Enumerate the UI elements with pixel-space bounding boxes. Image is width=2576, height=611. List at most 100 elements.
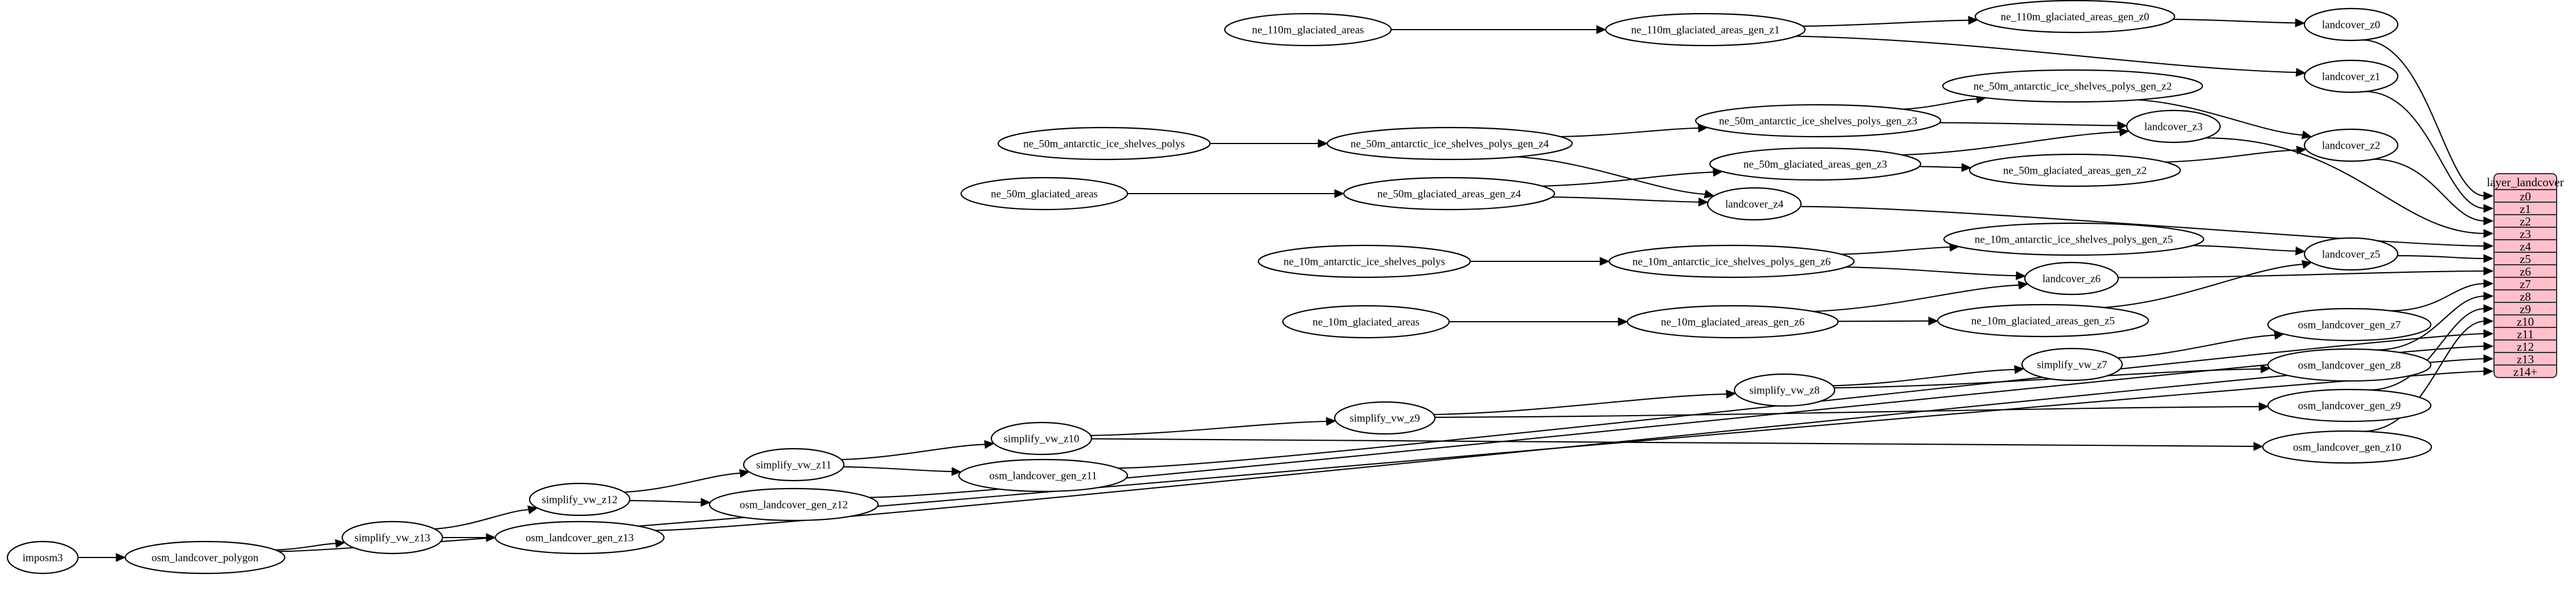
record-row-z13[interactable]: z13: [2517, 352, 2534, 366]
record-row-z12[interactable]: z12: [2517, 340, 2534, 354]
record-row-z7[interactable]: z7: [2520, 277, 2531, 291]
node-ne_50m_glaciated_areas_gen_z4[interactable]: ne_50m_glaciated_areas_gen_z4: [1343, 177, 1556, 211]
record-row-z1[interactable]: z1: [2520, 202, 2531, 216]
node-label: landcover_z4: [1725, 199, 1784, 211]
arrow-head-icon: [2117, 121, 2128, 130]
arrow-head-icon: [2483, 292, 2494, 301]
node-osm_landcover_gen_z13[interactable]: osm_landcover_gen_z13: [494, 520, 665, 555]
node-label: landcover_z6: [2042, 273, 2101, 285]
record-row-z10[interactable]: z10: [2517, 315, 2534, 329]
node-shape: [1343, 177, 1556, 211]
node-ne_50m_glaciated_areas_gen_z2[interactable]: ne_50m_glaciated_areas_gen_z2: [1968, 153, 2181, 187]
node-osm_landcover_gen_z11[interactable]: osm_landcover_gen_z11: [958, 458, 1129, 493]
record-node-layer-landcover[interactable]: layer_landcoverz0z1z2z3z4z5z6z7z8z9z10z1…: [2487, 173, 2564, 379]
node-ne_110m_glaciated_areas[interactable]: ne_110m_glaciated_areas: [1224, 13, 1392, 47]
node-osm_landcover_polygon[interactable]: osm_landcover_polygon: [124, 540, 286, 575]
record-row-z2[interactable]: z2: [2520, 215, 2531, 228]
edge-ne_110m_glaciated_areas_gen_z0-to-landcover_z0: [2173, 18, 2297, 24]
node-landcover_z0[interactable]: landcover_z0: [2303, 7, 2399, 42]
record-row-z4[interactable]: z4: [2520, 240, 2531, 253]
node-ne_10m_antarctic_ice_shelves_polys[interactable]: ne_10m_antarctic_ice_shelves_polys: [1257, 244, 1471, 278]
node-ne_50m_antarctic_ice_shelves_polys[interactable]: ne_50m_antarctic_ice_shelves_polys: [997, 126, 1211, 161]
arrow-head-icon: [2260, 364, 2271, 374]
arrow-head-icon: [2483, 367, 2494, 376]
arrow-head-icon: [2295, 247, 2306, 256]
node-imposm3[interactable]: imposm3: [6, 540, 79, 575]
node-label: landcover_z5: [2322, 249, 2380, 261]
node-simplify_vw_z10[interactable]: simplify_vw_z10: [990, 421, 1093, 456]
nodes-layer: ne_110m_glaciated_areas ne_110m_glaciated…: [6, 0, 2433, 575]
record-row-z8[interactable]: z8: [2520, 290, 2531, 304]
node-landcover_z4[interactable]: landcover_z4: [1707, 187, 1802, 221]
node-label: landcover_z0: [2322, 19, 2380, 31]
edge-osm_landcover_gen_z8-to-layer_landcover-z8: [2376, 295, 2485, 351]
arrow-head-icon: [335, 539, 346, 548]
node-ne_110m_glaciated_areas_gen_z1[interactable]: ne_110m_glaciated_areas_gen_z1: [1605, 13, 1806, 47]
node-shape: [1224, 13, 1392, 47]
arrow-head-icon: [2483, 304, 2494, 313]
arrow-head-icon: [1968, 15, 1979, 25]
edge-ne_50m_antarctic_ice_shelves_polys_gen_z2-to-landcover_z2: [2137, 99, 2304, 136]
node-osm_landcover_gen_z8[interactable]: osm_landcover_gen_z8: [2267, 348, 2432, 382]
node-shape: [2267, 388, 2432, 423]
node-ne_10m_glaciated_areas_gen_z6[interactable]: ne_10m_glaciated_areas_gen_z6: [1626, 305, 1839, 339]
node-osm_landcover_gen_z7[interactable]: osm_landcover_gen_z7: [2267, 307, 2432, 342]
edge-landcover_z2-to-layer_landcover-z2: [2373, 158, 2485, 222]
node-label: simplify_vw_z7: [2037, 359, 2107, 371]
arrow-head-icon: [2301, 130, 2312, 140]
node-ne_10m_antarctic_ice_shelves_polys_gen_z5[interactable]: ne_10m_antarctic_ice_shelves_polys_gen_z…: [1943, 222, 2205, 256]
edge-landcover_z0-to-layer_landcover-z0: [2362, 39, 2485, 197]
node-label: landcover_z1: [2322, 71, 2380, 83]
node-osm_landcover_gen_z10[interactable]: osm_landcover_gen_z10: [2262, 430, 2433, 464]
node-ne_50m_glaciated_areas[interactable]: ne_50m_glaciated_areas: [960, 177, 1129, 211]
node-shape: [2267, 348, 2432, 382]
node-ne_10m_antarctic_ice_shelves_polys_gen_z6[interactable]: ne_10m_antarctic_ice_shelves_polys_gen_z…: [1608, 244, 1855, 278]
record-row-z3[interactable]: z3: [2520, 227, 2531, 241]
record-row-z14+[interactable]: z14+: [2513, 365, 2537, 379]
arrow-head-icon: [1928, 316, 1939, 326]
edge-landcover_z6-to-layer_landcover-z6: [2118, 270, 2485, 278]
node-simplify_vw_z12[interactable]: simplify_vw_z12: [528, 482, 631, 516]
node-shape: [1943, 222, 2205, 256]
node-simplify_vw_z13[interactable]: simplify_vw_z13: [341, 520, 444, 555]
node-ne_50m_antarctic_ice_shelves_polys_gen_z3[interactable]: ne_50m_antarctic_ice_shelves_polys_gen_z…: [1695, 104, 1942, 138]
record-node-background: [2493, 173, 2557, 378]
node-ne_50m_antarctic_ice_shelves_polys_gen_z2[interactable]: ne_50m_antarctic_ice_shelves_polys_gen_z…: [1942, 69, 2204, 103]
node-label: ne_110m_glaciated_areas: [1252, 24, 1364, 36]
node-label: osm_landcover_gen_z10: [2293, 442, 2401, 454]
node-landcover_z5[interactable]: landcover_z5: [2303, 237, 2399, 271]
node-simplify_vw_z11[interactable]: simplify_vw_z11: [743, 448, 845, 482]
node-osm_landcover_gen_z9[interactable]: osm_landcover_gen_z9: [2267, 388, 2432, 423]
arrow-head-icon: [1618, 317, 1629, 326]
node-landcover_z6[interactable]: landcover_z6: [2024, 261, 2119, 296]
record-row-z11[interactable]: z11: [2517, 327, 2534, 341]
record-row-z5[interactable]: z5: [2520, 252, 2531, 266]
edge-ne_50m_antarctic_ice_shelves_polys_gen_z4-to-ne_50m_antarctic_ice_shelves_polys_gen_z3: [1560, 127, 1700, 138]
record-row-z0[interactable]: z0: [2520, 190, 2531, 203]
node-simplify_vw_z8[interactable]: simplify_vw_z8: [1733, 373, 1836, 407]
node-ne_50m_antarctic_ice_shelves_polys_gen_z4[interactable]: ne_50m_antarctic_ice_shelves_polys_gen_z…: [1326, 126, 1573, 161]
record-row-z9[interactable]: z9: [2520, 302, 2531, 316]
node-label: simplify_vw_z10: [1004, 433, 1080, 445]
node-simplify_vw_z7[interactable]: simplify_vw_z7: [2021, 347, 2123, 382]
node-shape: [990, 421, 1093, 456]
arrow-head-icon: [1334, 189, 1345, 198]
node-ne_10m_glaciated_areas_gen_z5[interactable]: ne_10m_glaciated_areas_gen_z5: [1937, 304, 2150, 338]
node-ne_10m_glaciated_areas[interactable]: ne_10m_glaciated_areas: [1282, 305, 1450, 339]
node-shape: [2267, 307, 2432, 342]
node-landcover_z1[interactable]: landcover_z1: [2303, 59, 2399, 93]
node-shape: [1257, 244, 1471, 278]
node-shape: [1937, 304, 2150, 338]
node-landcover_z3[interactable]: landcover_z3: [2126, 109, 2221, 143]
edge-simplify_vw_z11-to-simplify_vw_z10: [841, 444, 986, 461]
arrow-head-icon: [2483, 216, 2494, 225]
node-osm_landcover_gen_z12[interactable]: osm_landcover_gen_z12: [708, 487, 879, 522]
node-ne_110m_glaciated_areas_gen_z0[interactable]: ne_110m_glaciated_areas_gen_z0: [1974, 0, 2176, 34]
record-row-z6[interactable]: z6: [2520, 265, 2531, 278]
edge-landcover_z1-to-layer_landcover-z1: [2365, 91, 2485, 210]
node-simplify_vw_z9[interactable]: simplify_vw_z9: [1334, 401, 1436, 435]
edge-simplify_vw_z9-to-osm_landcover_gen_z9: [1434, 405, 2261, 418]
node-shape: [2303, 128, 2399, 162]
node-landcover_z2[interactable]: landcover_z2: [2303, 128, 2399, 162]
node-ne_50m_glaciated_areas_gen_z3[interactable]: ne_50m_glaciated_areas_gen_z3: [1709, 147, 1922, 181]
